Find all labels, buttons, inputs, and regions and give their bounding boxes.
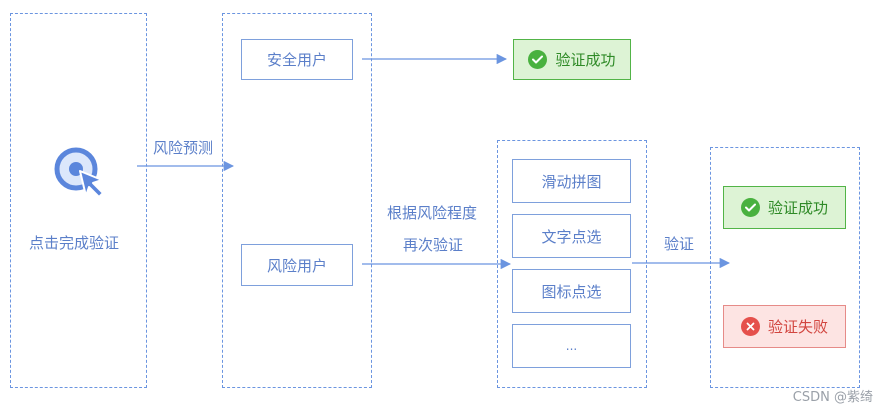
method-text-click: 文字点选 xyxy=(512,214,631,258)
result-fail-badge: 验证失败 xyxy=(723,305,846,348)
result-panel xyxy=(710,147,860,388)
verify-label: 验证 xyxy=(664,235,695,253)
risk-users-panel xyxy=(222,13,372,388)
reverify-label-line2: 再次验证 xyxy=(403,236,464,254)
method-slide-puzzle: 滑动拼图 xyxy=(512,159,631,203)
result-success-badge: 验证成功 xyxy=(723,186,846,229)
safe-user-box: 安全用户 xyxy=(241,39,353,80)
success-top-badge: 验证成功 xyxy=(513,39,631,80)
result-fail-label: 验证失败 xyxy=(767,318,828,336)
method-icon-click: 图标点选 xyxy=(512,269,631,313)
watermark: CSDN @紫绮 xyxy=(792,390,873,405)
start-label: 点击完成验证 xyxy=(29,234,120,252)
method-more: ... xyxy=(512,324,631,368)
success-top-label: 验证成功 xyxy=(555,51,616,69)
start-panel xyxy=(10,13,147,388)
risky-user-box: 风险用户 xyxy=(241,244,353,286)
check-circle-icon xyxy=(528,50,548,69)
reverify-label-line1: 根据风险程度 xyxy=(387,204,478,222)
x-circle-icon xyxy=(740,317,760,336)
risk-predict-label: 风险预测 xyxy=(153,139,214,157)
result-success-label: 验证成功 xyxy=(767,199,828,217)
cursor-click-icon xyxy=(54,147,104,198)
check-circle-icon xyxy=(740,198,760,217)
